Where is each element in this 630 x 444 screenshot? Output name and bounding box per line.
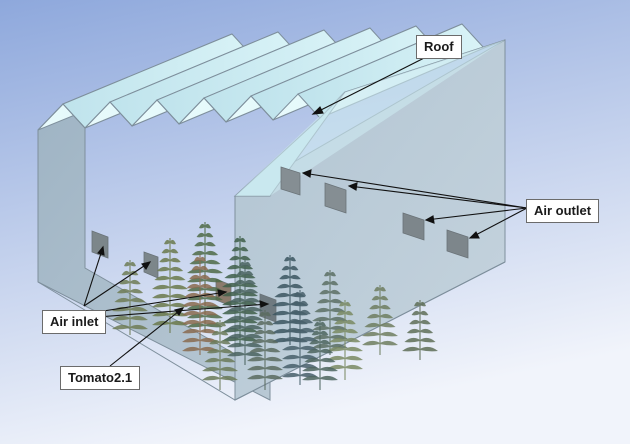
air-inlet-label: Air inlet xyxy=(42,310,107,334)
tomato-plant xyxy=(402,300,438,360)
tomato-plant xyxy=(152,238,188,333)
tomato-plant xyxy=(312,270,348,355)
tomato-plant xyxy=(227,260,263,365)
tomato-label: Tomato2.1 xyxy=(60,366,141,390)
outlet-vent-1 xyxy=(280,166,301,196)
tomato-plant xyxy=(327,300,363,380)
tomato-plant xyxy=(182,255,218,355)
tomato-plant xyxy=(247,310,283,390)
tomato-plant xyxy=(202,320,238,390)
roof xyxy=(37,23,506,197)
front-gable-ridges xyxy=(37,95,274,131)
tomato-plant xyxy=(272,255,308,345)
air-outlet-label: Air outlet xyxy=(526,199,600,223)
roof-label: Roof xyxy=(416,35,462,59)
tomato-plants xyxy=(112,222,438,390)
outlet-vent-3 xyxy=(402,212,425,241)
callout-lines xyxy=(83,49,528,367)
tomato-plant xyxy=(362,285,398,355)
outlet-vent-4 xyxy=(446,229,469,259)
tomato-plant xyxy=(302,320,338,390)
tomato-plant xyxy=(282,290,318,385)
outlet-vent-2 xyxy=(324,182,347,214)
tomato-plant xyxy=(112,260,148,335)
